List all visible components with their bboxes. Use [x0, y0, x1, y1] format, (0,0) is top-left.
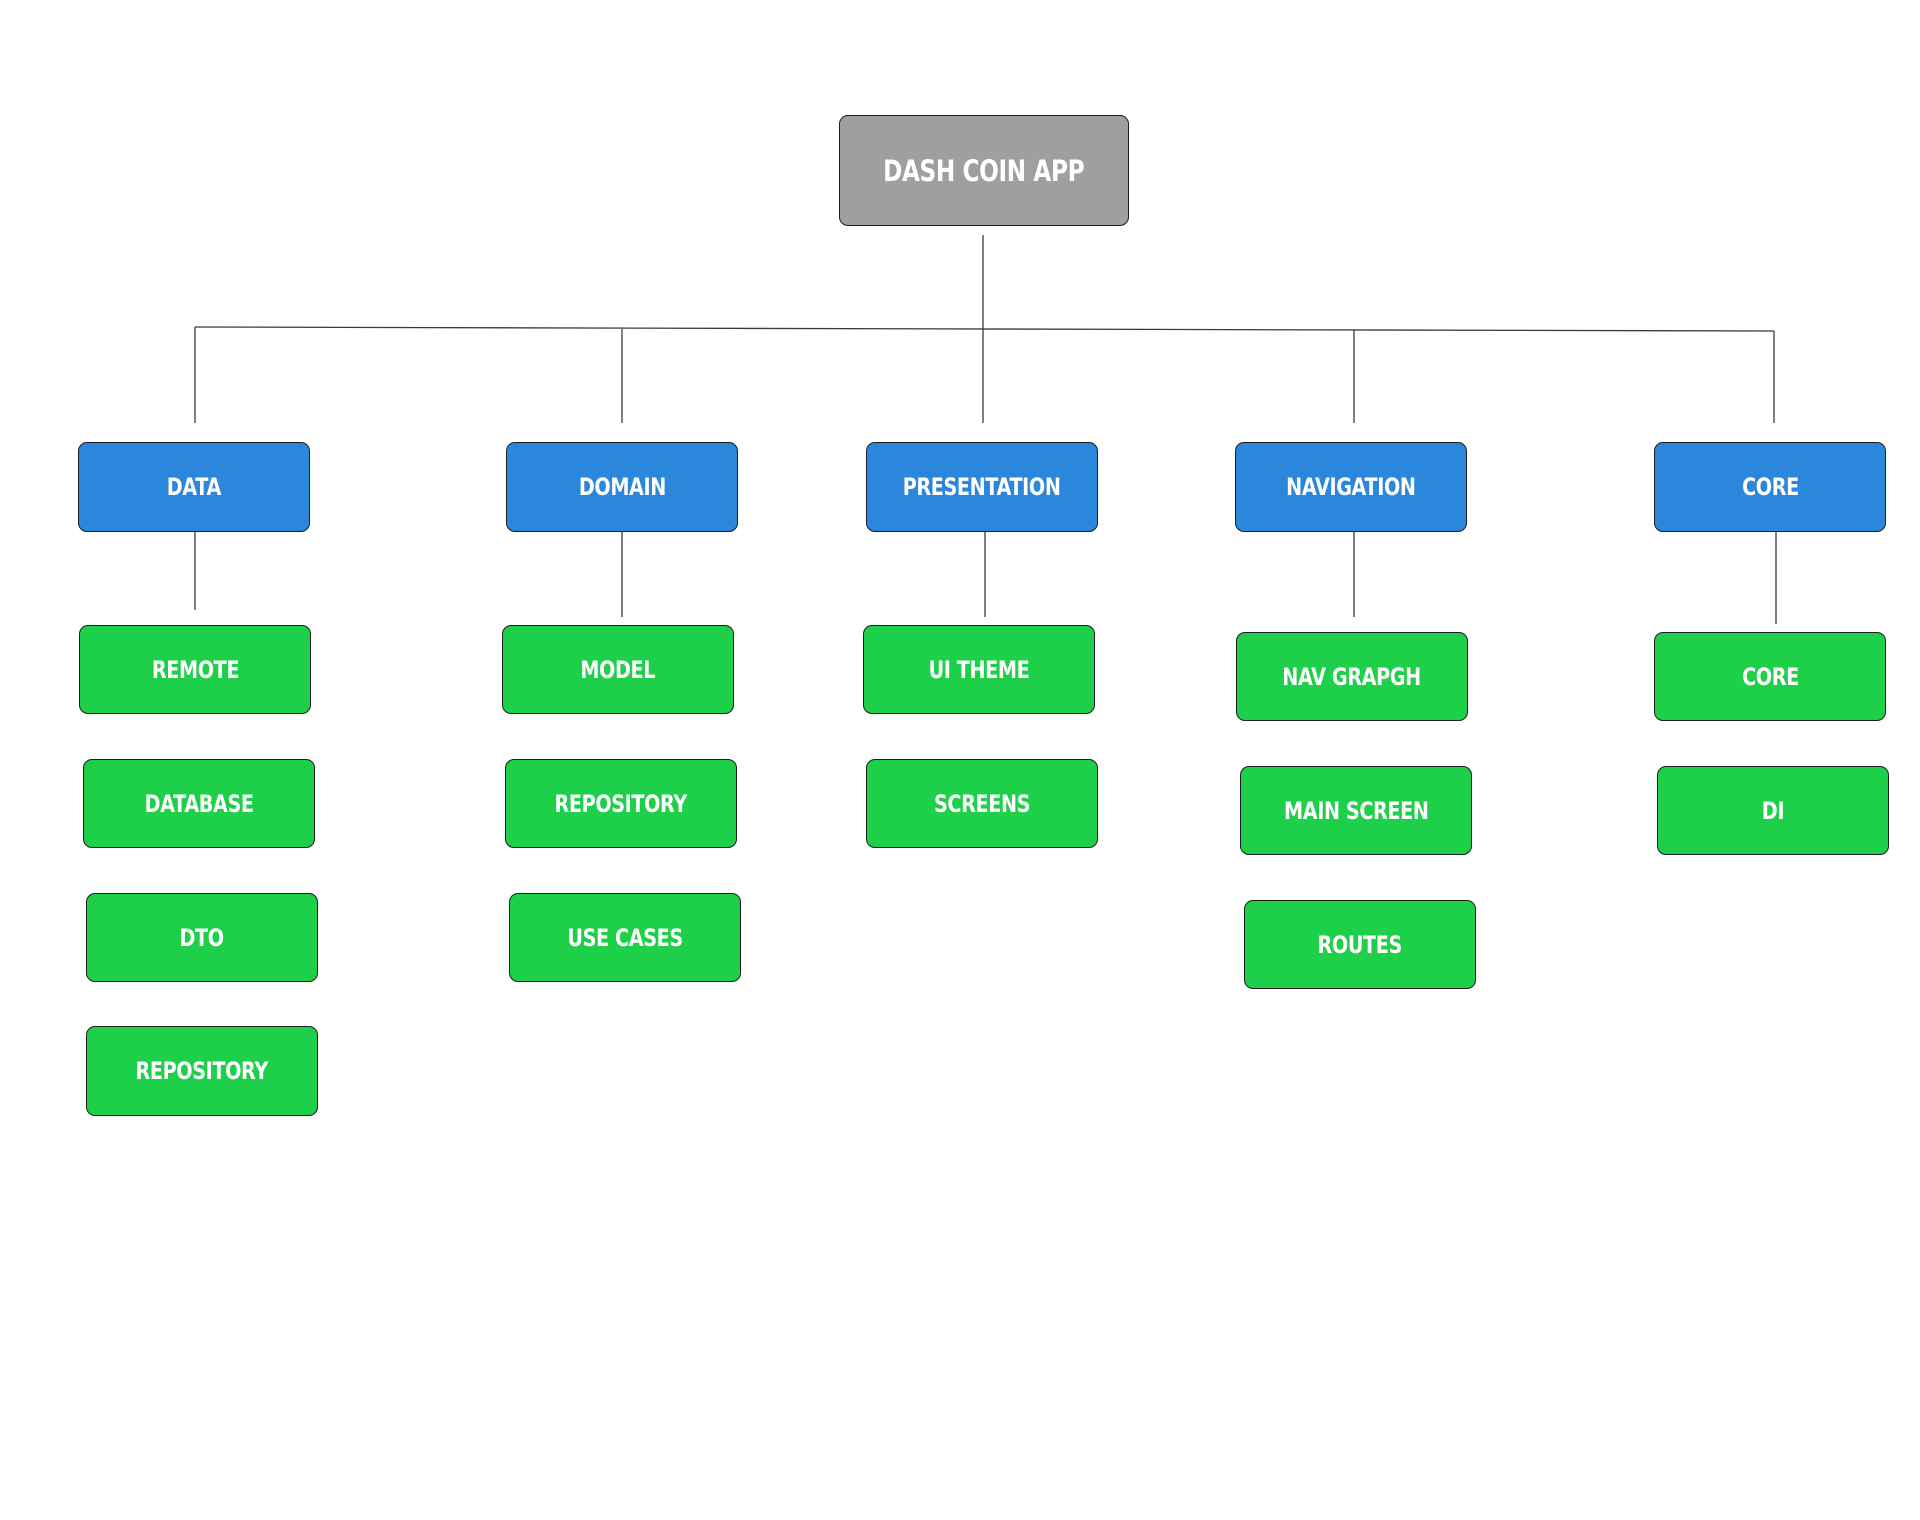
item-label: ROUTES [1317, 930, 1403, 959]
item-node-dto: DTO [86, 893, 318, 982]
item-node-ui-theme: UI THEME [863, 625, 1095, 714]
category-label: NAVIGATION [1286, 473, 1416, 501]
category-node-data: DATA [78, 442, 310, 532]
item-node-di: DI [1657, 766, 1889, 855]
item-label: NAV GRAPGH [1282, 662, 1422, 691]
item-label: DI [1761, 796, 1785, 825]
item-label: DATABASE [144, 789, 254, 818]
item-label: SCREENS [933, 789, 1031, 818]
item-label: MODEL [580, 655, 656, 684]
item-node-core: CORE [1654, 632, 1886, 721]
item-label: REPOSITORY [554, 789, 688, 818]
category-node-presentation: PRESENTATION [866, 442, 1098, 532]
item-node-use-cases: USE CASES [509, 893, 741, 982]
item-node-database: DATABASE [83, 759, 315, 848]
branch-bus-line [194, 326, 1775, 332]
category-label: PRESENTATION [903, 473, 1061, 501]
category-node-domain: DOMAIN [506, 442, 738, 532]
item-label: REPOSITORY [135, 1057, 269, 1085]
item-node-screens: SCREENS [866, 759, 1098, 848]
item-label: MAIN SCREEN [1283, 796, 1429, 825]
item-node-model: MODEL [502, 625, 734, 714]
item-node-nav-graph: NAV GRAPGH [1236, 632, 1468, 721]
item-label: CORE [1741, 662, 1799, 691]
category-node-core: CORE [1654, 442, 1886, 532]
category-label: DOMAIN [578, 473, 666, 501]
category-node-navigation: NAVIGATION [1235, 442, 1467, 532]
item-node-remote: REMOTE [79, 625, 311, 714]
root-node-dash-coin-app: DASH COIN APP [839, 115, 1129, 226]
item-label: UI THEME [928, 655, 1030, 684]
root-node-label: DASH COIN APP [883, 153, 1085, 188]
item-node-domain-repository: REPOSITORY [505, 759, 737, 848]
item-node-main-screen: MAIN SCREEN [1240, 766, 1472, 855]
item-node-routes: ROUTES [1244, 900, 1476, 989]
item-label: REMOTE [151, 655, 239, 684]
category-label: DATA [166, 473, 222, 501]
item-label: DTO [179, 923, 225, 952]
category-label: CORE [1741, 473, 1799, 501]
item-node-data-repository: REPOSITORY [86, 1026, 318, 1116]
item-label: USE CASES [567, 923, 683, 952]
